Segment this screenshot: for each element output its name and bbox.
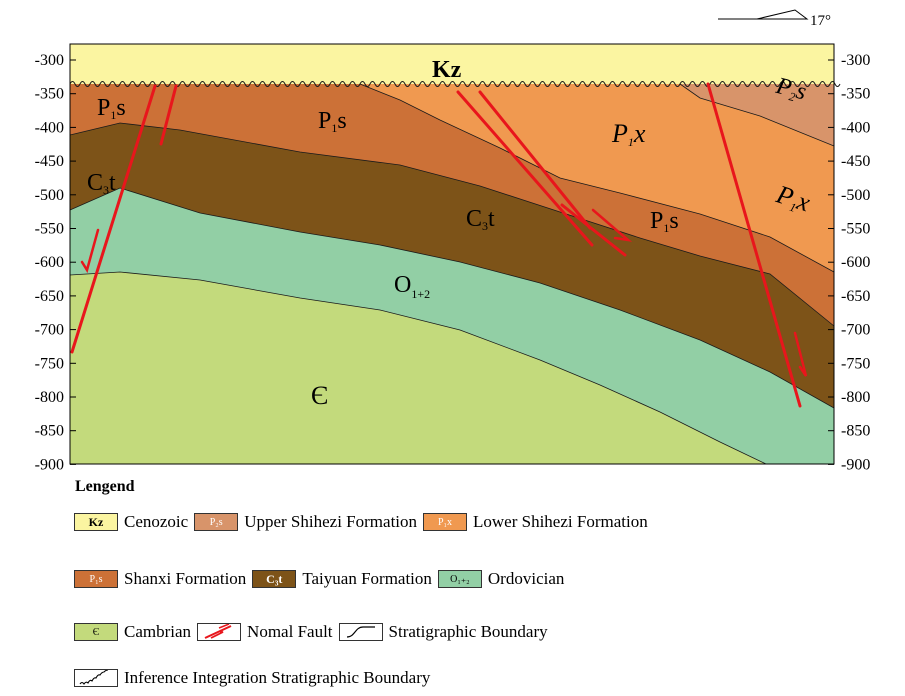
left-tick-label: -650 xyxy=(35,288,64,305)
fault-line-1 xyxy=(70,84,157,354)
right-tick-label: -650 xyxy=(841,288,870,305)
legend-item-boundary: Stratigraphic Boundary xyxy=(338,622,548,642)
legend-label-unconformity: Inference Integration Stratigraphic Boun… xyxy=(124,668,431,687)
legend-swatch-kz: Kz xyxy=(74,513,118,531)
fault-line-6 xyxy=(706,82,802,408)
right-tick-label: -500 xyxy=(841,187,870,204)
legend-item-lower-shihezi: P₁x Lower Shihezi Formation xyxy=(423,512,648,532)
legend-label-taiyuan: Taiyuan Formation xyxy=(302,569,432,588)
legend-swatch-c3t: C₃t xyxy=(252,570,297,588)
left-tick-label: -350 xyxy=(35,86,64,103)
right-tick-label: -900 xyxy=(841,456,870,473)
legend-item-ordovician: O₁₊₂ Ordovician xyxy=(437,569,565,589)
left-tick-label: -850 xyxy=(35,423,64,440)
section-frame xyxy=(69,43,835,465)
strata-layers xyxy=(70,44,834,464)
unit-label-p1s-right: P1s xyxy=(650,208,679,235)
geological-cross-section: 17° -300 -350 -400 -450 -500 -550 -600 -650 -700… xyxy=(35,9,871,473)
legend-item-cenozoic: Kz Cenozoic xyxy=(74,512,188,532)
legend-item-cambrian: Є Cambrian xyxy=(74,622,191,642)
right-tick-label: -850 xyxy=(841,423,870,440)
left-tick-label: -500 xyxy=(35,187,64,204)
unit-label-c3t-left: C3t xyxy=(87,170,116,197)
unconformity-symbol-icon xyxy=(74,669,118,687)
legend-item-upper-shihezi: P₂s Upper Shihezi Formation xyxy=(194,512,417,532)
right-tick-label: -400 xyxy=(841,119,870,136)
unit-label-cambrian: Є xyxy=(311,381,328,410)
legend-item-shanxi: P₁s Shanxi Formation xyxy=(74,569,246,589)
layer-c3t xyxy=(70,123,834,408)
slip-arrow-1 xyxy=(80,228,100,274)
legend-row-4: Inference Integration Stratigraphic Boun… xyxy=(74,668,430,688)
legend-item-unconformity: Inference Integration Stratigraphic Boun… xyxy=(74,668,430,688)
unit-label-p1x-upper: P1x xyxy=(611,119,646,149)
legend-title: Lengend xyxy=(75,478,135,495)
north-arrow: 17° xyxy=(718,9,831,29)
right-tick-label: -300 xyxy=(841,52,870,69)
fault-slip-arrows xyxy=(80,208,808,377)
fault-line-4 xyxy=(478,90,592,230)
fault-line-2 xyxy=(159,84,178,146)
fault-line-5 xyxy=(560,203,627,257)
legend-label-boundary: Stratigraphic Boundary xyxy=(388,622,548,641)
legend-swatch-p2s: P₂s xyxy=(194,513,239,531)
layer-o12 xyxy=(70,188,834,464)
boundary-symbol-icon xyxy=(338,623,383,641)
legend-item-taiyuan: C₃t Taiyuan Formation xyxy=(252,569,432,589)
legend-label-fault: Nomal Fault xyxy=(247,622,333,641)
legend-row-1: Kz Cenozoic P₂s Upper Shihezi Formation … xyxy=(74,512,648,532)
layer-kz xyxy=(70,44,834,84)
right-tick-label: -750 xyxy=(841,355,870,372)
legend-swatch-p1s: P₁s xyxy=(74,570,118,588)
legend-item-fault: Nomal Fault xyxy=(197,622,333,642)
axis-ticks: -300 -350 -400 -450 -500 -550 -600 -650 -700 -750… xyxy=(35,52,871,473)
left-tick-label: -450 xyxy=(35,153,64,170)
slip-arrow-3 xyxy=(793,331,808,377)
legend-row-3: Є Cambrian Nomal Fault Stratigraphic Bou… xyxy=(74,622,548,642)
left-tick-label: -800 xyxy=(35,389,64,406)
layer-cambrian xyxy=(70,272,766,464)
legend-label-lower-shihezi: Lower Shihezi Formation xyxy=(473,512,648,531)
right-tick-label: -550 xyxy=(841,221,870,238)
right-tick-label: -450 xyxy=(841,153,870,170)
right-tick-label: -800 xyxy=(841,389,870,406)
slip-arrow-2 xyxy=(591,208,633,242)
legend-label-ordovician: Ordovician xyxy=(487,569,565,588)
right-tick-label: -350 xyxy=(841,86,870,103)
left-tick-label: -550 xyxy=(35,221,64,238)
unconformity-boundary xyxy=(69,81,841,87)
unit-label-o12: O1+2 xyxy=(394,272,430,301)
unit-label-p1s-middle: P1s xyxy=(318,108,347,135)
legend-swatch-o12: O₁₊₂ xyxy=(437,570,482,588)
left-tick-label: -750 xyxy=(35,355,64,372)
left-tick-label: -700 xyxy=(35,322,64,339)
legend-label-cambrian: Cambrian xyxy=(124,622,192,641)
stratigraphic-boundaries xyxy=(69,83,835,465)
legend-label-upper-shihezi: Upper Shihezi Formation xyxy=(244,512,418,531)
unit-label-p1s-left: P1s xyxy=(97,95,126,122)
fault-symbol-icon xyxy=(197,623,242,641)
legend-swatch-cambrian: Є xyxy=(74,623,118,641)
right-tick-label: -700 xyxy=(841,322,870,339)
legend-row-2: P₁s Shanxi Formation C₃t Taiyuan Formati… xyxy=(74,569,564,589)
right-tick-label: -600 xyxy=(841,254,870,271)
legend-label-cenozoic: Cenozoic xyxy=(124,512,189,531)
legend-swatch-p1x: P₁x xyxy=(423,513,468,531)
unit-label-c3t-middle: C3t xyxy=(466,206,495,233)
left-tick-label: -900 xyxy=(35,456,64,473)
faults xyxy=(70,82,802,408)
layer-p1x xyxy=(360,84,834,272)
north-angle-label: 17° xyxy=(810,13,831,29)
fault-line-3 xyxy=(456,90,594,247)
legend-label-shanxi: Shanxi Formation xyxy=(124,569,247,588)
left-tick-label: -600 xyxy=(35,254,64,271)
left-tick-label: -300 xyxy=(35,52,64,69)
left-tick-label: -400 xyxy=(35,119,64,136)
unit-label-kz: Kz xyxy=(432,57,462,83)
